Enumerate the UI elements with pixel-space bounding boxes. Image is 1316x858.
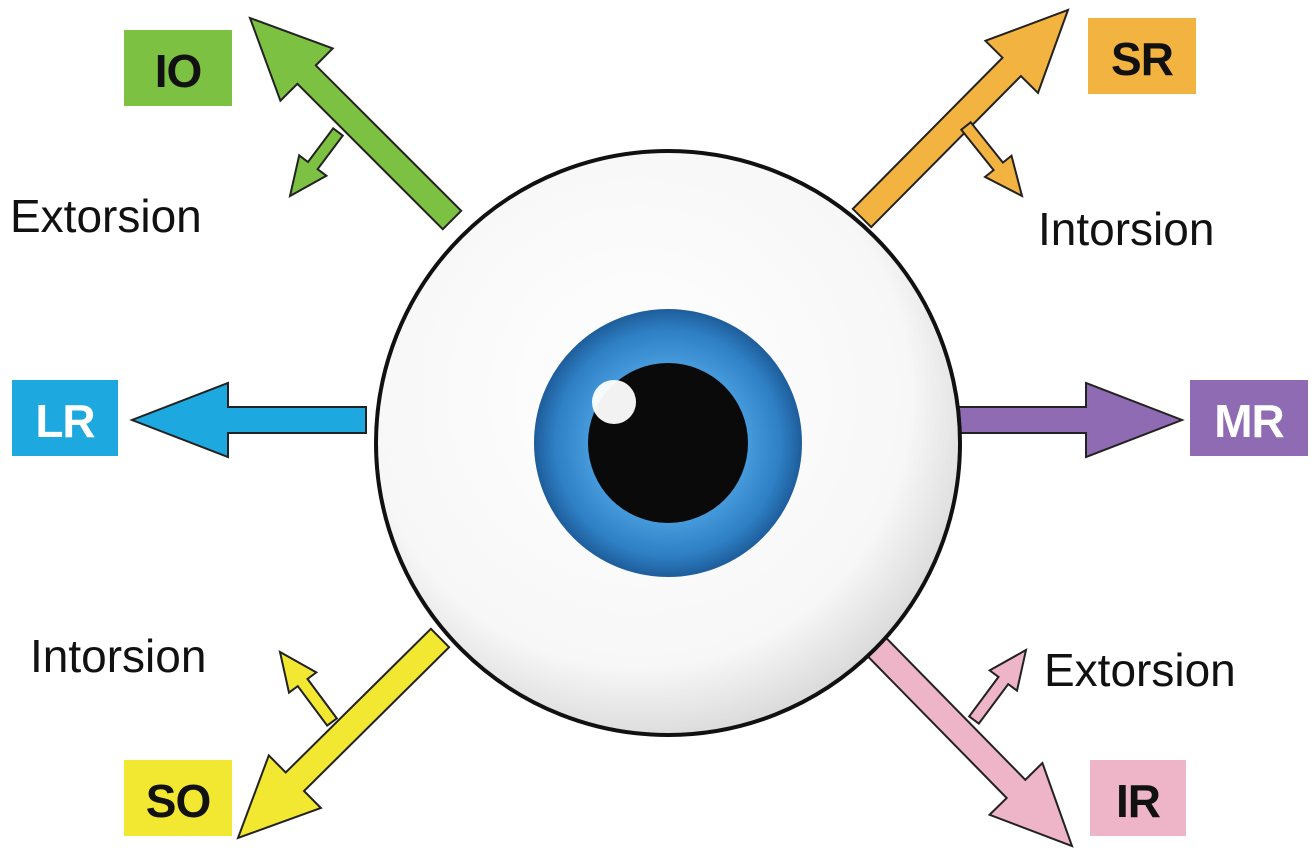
lr-tag: LR [12,380,118,456]
sr-tag: SR [1088,18,1196,94]
ir-tag: IR [1090,760,1186,836]
ir-arrow [859,629,1072,846]
so-tag-label: SO [146,775,210,827]
mr-tag-label: MR [1214,395,1284,447]
sr-tag-label: SR [1111,33,1174,85]
so-torsion-arrow [280,652,337,726]
sr-torsion-arrow [961,122,1022,196]
sr-arrow [853,10,1068,227]
io-torsion-arrow [290,128,343,196]
io-torsion-label: Extorsion [10,190,202,242]
eye-highlight [592,380,636,424]
eyeball [376,151,960,735]
so-arrow [238,629,449,838]
sr-torsion-label: Intorsion [1038,203,1214,255]
io-tag-label: IO [155,45,202,97]
io-tag: IO [124,30,232,106]
ir-torsion-label: Extorsion [1044,644,1236,696]
mr-arrow [944,383,1182,457]
lr-tag-label: LR [35,395,95,447]
io-arrow [250,18,461,229]
lr-arrow [132,383,366,457]
mr-tag: MR [1190,380,1308,456]
ir-tag-label: IR [1116,775,1161,827]
so-torsion-label: Intorsion [30,630,206,682]
ir-torsion-arrow [969,650,1026,724]
so-tag: SO [124,760,232,836]
